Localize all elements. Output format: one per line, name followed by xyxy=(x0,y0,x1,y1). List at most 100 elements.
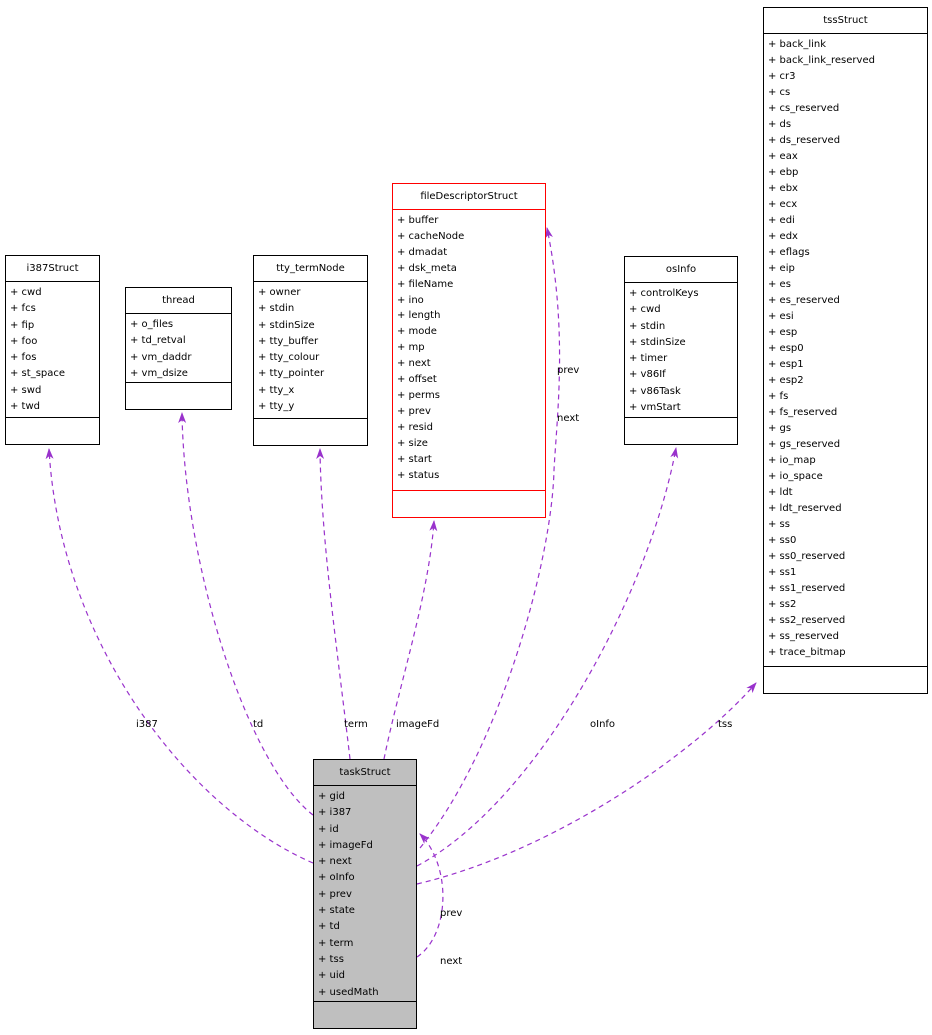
edge-tss xyxy=(416,682,757,885)
class-attribute-list: + back_link + back_link_reserved + cr3 + cs… xyxy=(764,34,927,667)
class-attribute: + next xyxy=(397,358,431,370)
class-attribute: + es_reserved xyxy=(768,295,840,306)
class-attribute: + tss xyxy=(318,953,344,965)
class-attribute: + cr3 xyxy=(768,71,796,82)
class-attribute: + back_link_reserved xyxy=(768,55,875,66)
edge-label-oInfo: oInfo xyxy=(590,719,616,730)
class-attribute: + prev xyxy=(397,405,431,417)
class-attribute: + fip xyxy=(10,319,35,331)
edge-oInfo xyxy=(416,447,679,867)
class-attribute: + ldt_reserved xyxy=(768,503,842,514)
class-attribute: + td xyxy=(318,921,340,933)
class-attribute: + td_retval xyxy=(130,335,186,347)
class-methods-section xyxy=(254,419,367,445)
class-attribute: + stdin xyxy=(258,303,295,315)
edge-label-i387: i387 xyxy=(136,719,158,730)
class-methods-section xyxy=(625,418,737,444)
class-attribute: + id xyxy=(318,823,339,835)
class-title: fileDescriptorStruct xyxy=(393,184,545,210)
edge-label-imageFd: imageFd xyxy=(396,719,440,730)
class-attribute: + ebx xyxy=(768,183,798,194)
class-attribute: + tty_pointer xyxy=(258,368,325,380)
class-attribute: + tty_colour xyxy=(258,352,320,364)
class-attribute: + next xyxy=(318,856,352,868)
class-attribute: + edx xyxy=(768,231,798,242)
class-attribute: + length xyxy=(397,310,441,322)
class-attribute: + uid xyxy=(318,970,346,982)
class-title: tssStruct xyxy=(764,8,927,34)
class-methods-section xyxy=(764,667,927,693)
class-attribute: + fos xyxy=(10,352,37,364)
class-methods-section xyxy=(393,491,545,517)
class-attribute: + gid xyxy=(318,791,346,802)
class-title: osInfo xyxy=(625,257,737,283)
class-attribute: + stdinSize xyxy=(629,336,686,348)
class-attribute: + usedMath xyxy=(318,986,379,998)
class-attribute: + fileName xyxy=(397,278,454,290)
class-attribute: + tty_x xyxy=(258,384,295,396)
class-attribute-list: + o_files + td_retval + vm_daddr + vm_dsize xyxy=(126,314,231,383)
class-attribute: + tty_y xyxy=(258,401,295,413)
class-attribute: + timer xyxy=(629,353,668,365)
class-attribute: + imageFd xyxy=(318,839,373,851)
class-attribute: + io_space xyxy=(768,471,823,482)
class-title: tty_termNode xyxy=(254,256,367,282)
class-attribute: + size xyxy=(397,437,428,449)
class-attribute: + vm_daddr xyxy=(130,351,192,363)
class-attribute: + ss xyxy=(768,519,790,530)
class-attribute: + ino xyxy=(397,294,424,306)
class-attribute: + cs_reserved xyxy=(768,103,840,114)
class-attribute: + prev xyxy=(318,888,352,900)
class-attribute: + esp2 xyxy=(768,375,804,386)
class-attribute: + tty_buffer xyxy=(258,335,319,347)
class-attribute: + gs xyxy=(768,423,792,434)
class-osInfo[interactable]: osInfo + controlKeys+ cwd+ stdin+ stdinS… xyxy=(624,256,738,445)
class-methods-section xyxy=(6,418,99,444)
edge-term xyxy=(316,448,351,760)
class-attribute: + ebp xyxy=(768,167,799,178)
class-taskStruct[interactable]: taskStruct + gid+ i387+ id+ imageFd+ nex… xyxy=(313,759,417,1029)
class-attribute: + esp xyxy=(768,327,798,338)
class-attribute-list: + controlKeys+ cwd+ stdin+ stdinSize+ ti… xyxy=(625,283,737,418)
edge-td xyxy=(178,412,314,816)
class-tty_termNode[interactable]: tty_termNode + owner+ stdin+ stdinSize+ … xyxy=(253,255,368,446)
class-attribute: + ss1_reserved xyxy=(768,583,846,594)
class-i387Struct[interactable]: i387Struct + cwd+ fcs+ fip+ foo+ fos+ st… xyxy=(5,255,100,445)
class-attribute: + esi xyxy=(768,311,794,322)
class-methods-section xyxy=(126,383,231,409)
class-attribute: + esp0 xyxy=(768,343,804,354)
class-attribute: + perms xyxy=(397,389,440,401)
class-attribute: + ss2 xyxy=(768,599,797,610)
class-thread[interactable]: thread + o_files+ td_retval+ vm_daddr+ v… xyxy=(125,287,232,410)
class-attribute-list: + owner+ stdin+ stdinSize+ tty_buffer+ t… xyxy=(254,282,367,419)
class-attribute: + back_link xyxy=(768,39,827,50)
class-attribute: + eax xyxy=(768,151,798,162)
class-attribute: + eip xyxy=(768,263,795,274)
class-attribute-list: + buffer+ cacheNode+ dmadat+ dsk_meta+ f… xyxy=(393,210,545,491)
class-attribute: + eflags xyxy=(768,247,810,258)
class-attribute: + ldt xyxy=(768,487,793,498)
edge-label-td: td xyxy=(253,719,264,730)
class-attribute: + ss1 xyxy=(768,567,797,578)
class-fileDescriptorStruct[interactable]: fileDescriptorStruct + buffer+ cacheNode… xyxy=(392,183,546,518)
class-attribute: + ds_reserved xyxy=(768,135,841,146)
class-attribute: + esp1 xyxy=(768,359,804,370)
class-attribute: + o_files xyxy=(130,319,174,330)
class-attribute-list: + gid+ i387+ id+ imageFd+ next+ oInfo+ p… xyxy=(314,786,416,1002)
class-methods-section xyxy=(314,1002,416,1028)
edge-prev-next-self xyxy=(416,833,444,958)
class-attribute: + fs_reserved xyxy=(768,407,838,418)
class-attribute: + cwd xyxy=(10,287,42,298)
class-attribute: + owner xyxy=(258,287,301,298)
class-attribute: + start xyxy=(397,453,432,465)
class-attribute: + foo xyxy=(10,335,38,347)
class-tssStruct[interactable]: tssStruct + back_link + back_link_reserve… xyxy=(763,7,928,694)
class-attribute: + vm_dsize xyxy=(130,367,188,379)
edge-label-term: term xyxy=(344,719,368,730)
class-attribute: + swd xyxy=(10,384,42,396)
class-attribute: + buffer xyxy=(397,215,439,226)
edge-i387 xyxy=(45,448,314,864)
edge-label-tss: tss xyxy=(718,719,733,730)
